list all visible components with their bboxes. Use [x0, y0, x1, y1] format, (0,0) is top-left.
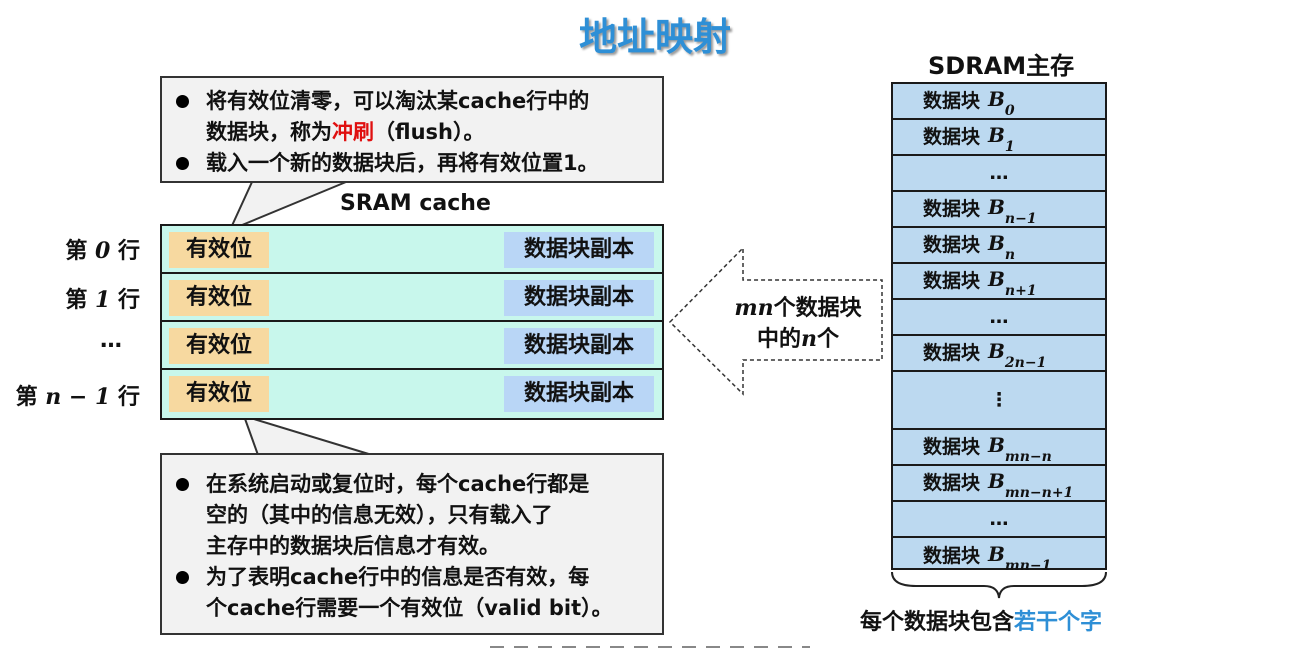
mapping-arrow — [668, 246, 883, 396]
callout-text: 空的（其中的信息无效），只有载入了 — [206, 503, 553, 527]
mapping-label: mn个数据块 中的n个 — [718, 293, 878, 355]
row-label-text: 行 — [117, 385, 140, 410]
valid-bit-cell: 有效位 — [169, 232, 269, 268]
page-title: 地址映射 — [578, 15, 731, 59]
cache-row: 有效位 数据块副本 — [162, 274, 662, 322]
cache-label: SRAM cache — [340, 191, 491, 216]
mapping-text: 个 — [817, 327, 840, 352]
math-n: n — [801, 326, 817, 352]
block-copy-cell: 数据块副本 — [504, 328, 654, 364]
memory-block-row: 数据块 Bmn−1 — [893, 538, 1105, 574]
memory-block-row: 数据块 Bn — [893, 228, 1105, 264]
memory-block-row: 数据块 Bmn−n — [893, 430, 1105, 466]
memory-block-row: 数据块 Bn−1 — [893, 192, 1105, 228]
cutoff-text-fragment — [490, 636, 810, 650]
callout-item: 载入一个新的数据块后，再将有效位置1。 — [166, 148, 658, 179]
row-label-ellipsis: … — [10, 328, 122, 353]
memory-ellipsis: ⋮ — [893, 372, 1105, 430]
callout-text: 数据块，称为 — [206, 120, 332, 144]
block-symbol: Bmn−n — [988, 432, 1052, 465]
ellipsis-text: … — [989, 305, 1009, 328]
ellipsis-text: … — [989, 161, 1009, 184]
block-word: 数据块 — [923, 435, 981, 458]
row-label-text: 第 — [15, 385, 38, 410]
callout-text: 在系统启动或复位时，每个cache行都是 — [206, 472, 590, 496]
row-label-n-1: 第 n − 1 行 — [10, 379, 140, 411]
memory-ellipsis: … — [893, 156, 1105, 192]
row-label-num: 0 — [95, 238, 111, 264]
callout-text: 主存中的数据块后信息才有效。 — [206, 534, 500, 558]
callout-item: 为了表明cache行中的信息是否有效，每 个cache行需要一个有效位（vali… — [166, 562, 658, 624]
block-copy-cell: 数据块副本 — [504, 232, 654, 268]
block-symbol: Bn−1 — [988, 194, 1037, 227]
block-word: 数据块 — [923, 269, 981, 292]
block-word: 数据块 — [923, 471, 981, 494]
row-label-num: n − 1 — [45, 384, 111, 410]
memory-block-row: 数据块 B0 — [893, 84, 1105, 120]
cache-row: 有效位 数据块副本 — [162, 322, 662, 370]
callout-text: 载入一个新的数据块后，再将有效位置1。 — [206, 151, 599, 175]
mapping-text: 中的 — [756, 327, 801, 352]
callout-item: 将有效位清零，可以淘汰某cache行中的 数据块，称为冲刷（flush）。 — [166, 86, 658, 148]
ellipsis-text: ⋮ — [989, 388, 1009, 411]
memory-block-row: 数据块 Bn+1 — [893, 264, 1105, 300]
sdram-label: SDRAM主存 — [928, 52, 1075, 80]
block-word: 数据块 — [923, 197, 981, 220]
sdram-memory-column: 数据块 B0 数据块 B1 … 数据块 Bn−1 数据块 Bn 数据块 Bn+1 … 数据块 B2n−1 ⋮… — [891, 82, 1107, 573]
row-label-text: 第 — [65, 239, 88, 264]
block-words-note: 每个数据块包含若干个字 — [860, 604, 1102, 636]
valid-bit-cell: 有效位 — [169, 280, 269, 316]
brace-icon — [891, 571, 1107, 599]
block-symbol: Bn+1 — [988, 266, 1037, 299]
block-symbol: Bmn−n+1 — [988, 468, 1074, 501]
callout-text: 将有效位清零，可以淘汰某cache行中的 — [206, 89, 590, 113]
cache-row: 有效位 数据块副本 — [162, 370, 662, 418]
note-highlight: 若干个字 — [1014, 610, 1103, 635]
block-word: 数据块 — [923, 89, 981, 112]
block-symbol: B1 — [988, 122, 1015, 155]
bottom-callout: 在系统启动或复位时，每个cache行都是 空的（其中的信息无效），只有载入了 主… — [160, 453, 664, 635]
block-symbol: Bmn−1 — [988, 541, 1052, 574]
block-word: 数据块 — [923, 233, 981, 256]
callout-text: （flush）。 — [374, 120, 485, 144]
block-symbol: B2n−1 — [988, 338, 1047, 371]
memory-ellipsis: … — [893, 300, 1105, 336]
ellipsis-text: … — [989, 507, 1009, 530]
math-mn: mn — [734, 295, 774, 321]
memory-block-row: 数据块 B1 — [893, 120, 1105, 156]
row-label-num: 1 — [95, 287, 111, 313]
flush-term: 冲刷 — [332, 120, 374, 144]
callout-item: 在系统启动或复位时，每个cache行都是 空的（其中的信息无效），只有载入了 主… — [166, 469, 658, 562]
memory-block-row: 数据块 Bmn−n+1 — [893, 466, 1105, 502]
block-copy-cell: 数据块副本 — [504, 280, 654, 316]
block-word: 数据块 — [923, 341, 981, 364]
top-callout: 将有效位清零，可以淘汰某cache行中的 数据块，称为冲刷（flush）。 载入… — [160, 76, 664, 183]
row-label-text: 行 — [117, 288, 140, 313]
note-text: 每个数据块包含 — [860, 610, 1015, 635]
block-copy-cell: 数据块副本 — [504, 376, 654, 412]
mapping-text: 个数据块 — [773, 296, 862, 321]
valid-bit-cell: 有效位 — [169, 328, 269, 364]
callout-text: 为了表明cache行中的信息是否有效，每 — [206, 565, 590, 589]
memory-block-row: 数据块 B2n−1 — [893, 336, 1105, 372]
block-symbol: Bn — [988, 230, 1016, 263]
memory-ellipsis: … — [893, 502, 1105, 538]
row-label-num: … — [100, 328, 122, 353]
block-word: 数据块 — [923, 544, 981, 567]
block-symbol: B0 — [988, 86, 1015, 119]
row-label-text: 行 — [117, 239, 140, 264]
row-label-1: 第 1 行 — [10, 282, 140, 314]
block-word: 数据块 — [923, 125, 981, 148]
cache-row: 有效位 数据块副本 — [162, 226, 662, 274]
valid-bit-cell: 有效位 — [169, 376, 269, 412]
row-label-0: 第 0 行 — [10, 233, 140, 265]
sram-cache-table: 有效位 数据块副本 有效位 数据块副本 有效位 数据块副本 有效位 数据块副本 — [160, 224, 664, 420]
row-label-text: 第 — [65, 288, 88, 313]
callout-text: 个cache行需要一个有效位（valid bit）。 — [206, 596, 613, 620]
